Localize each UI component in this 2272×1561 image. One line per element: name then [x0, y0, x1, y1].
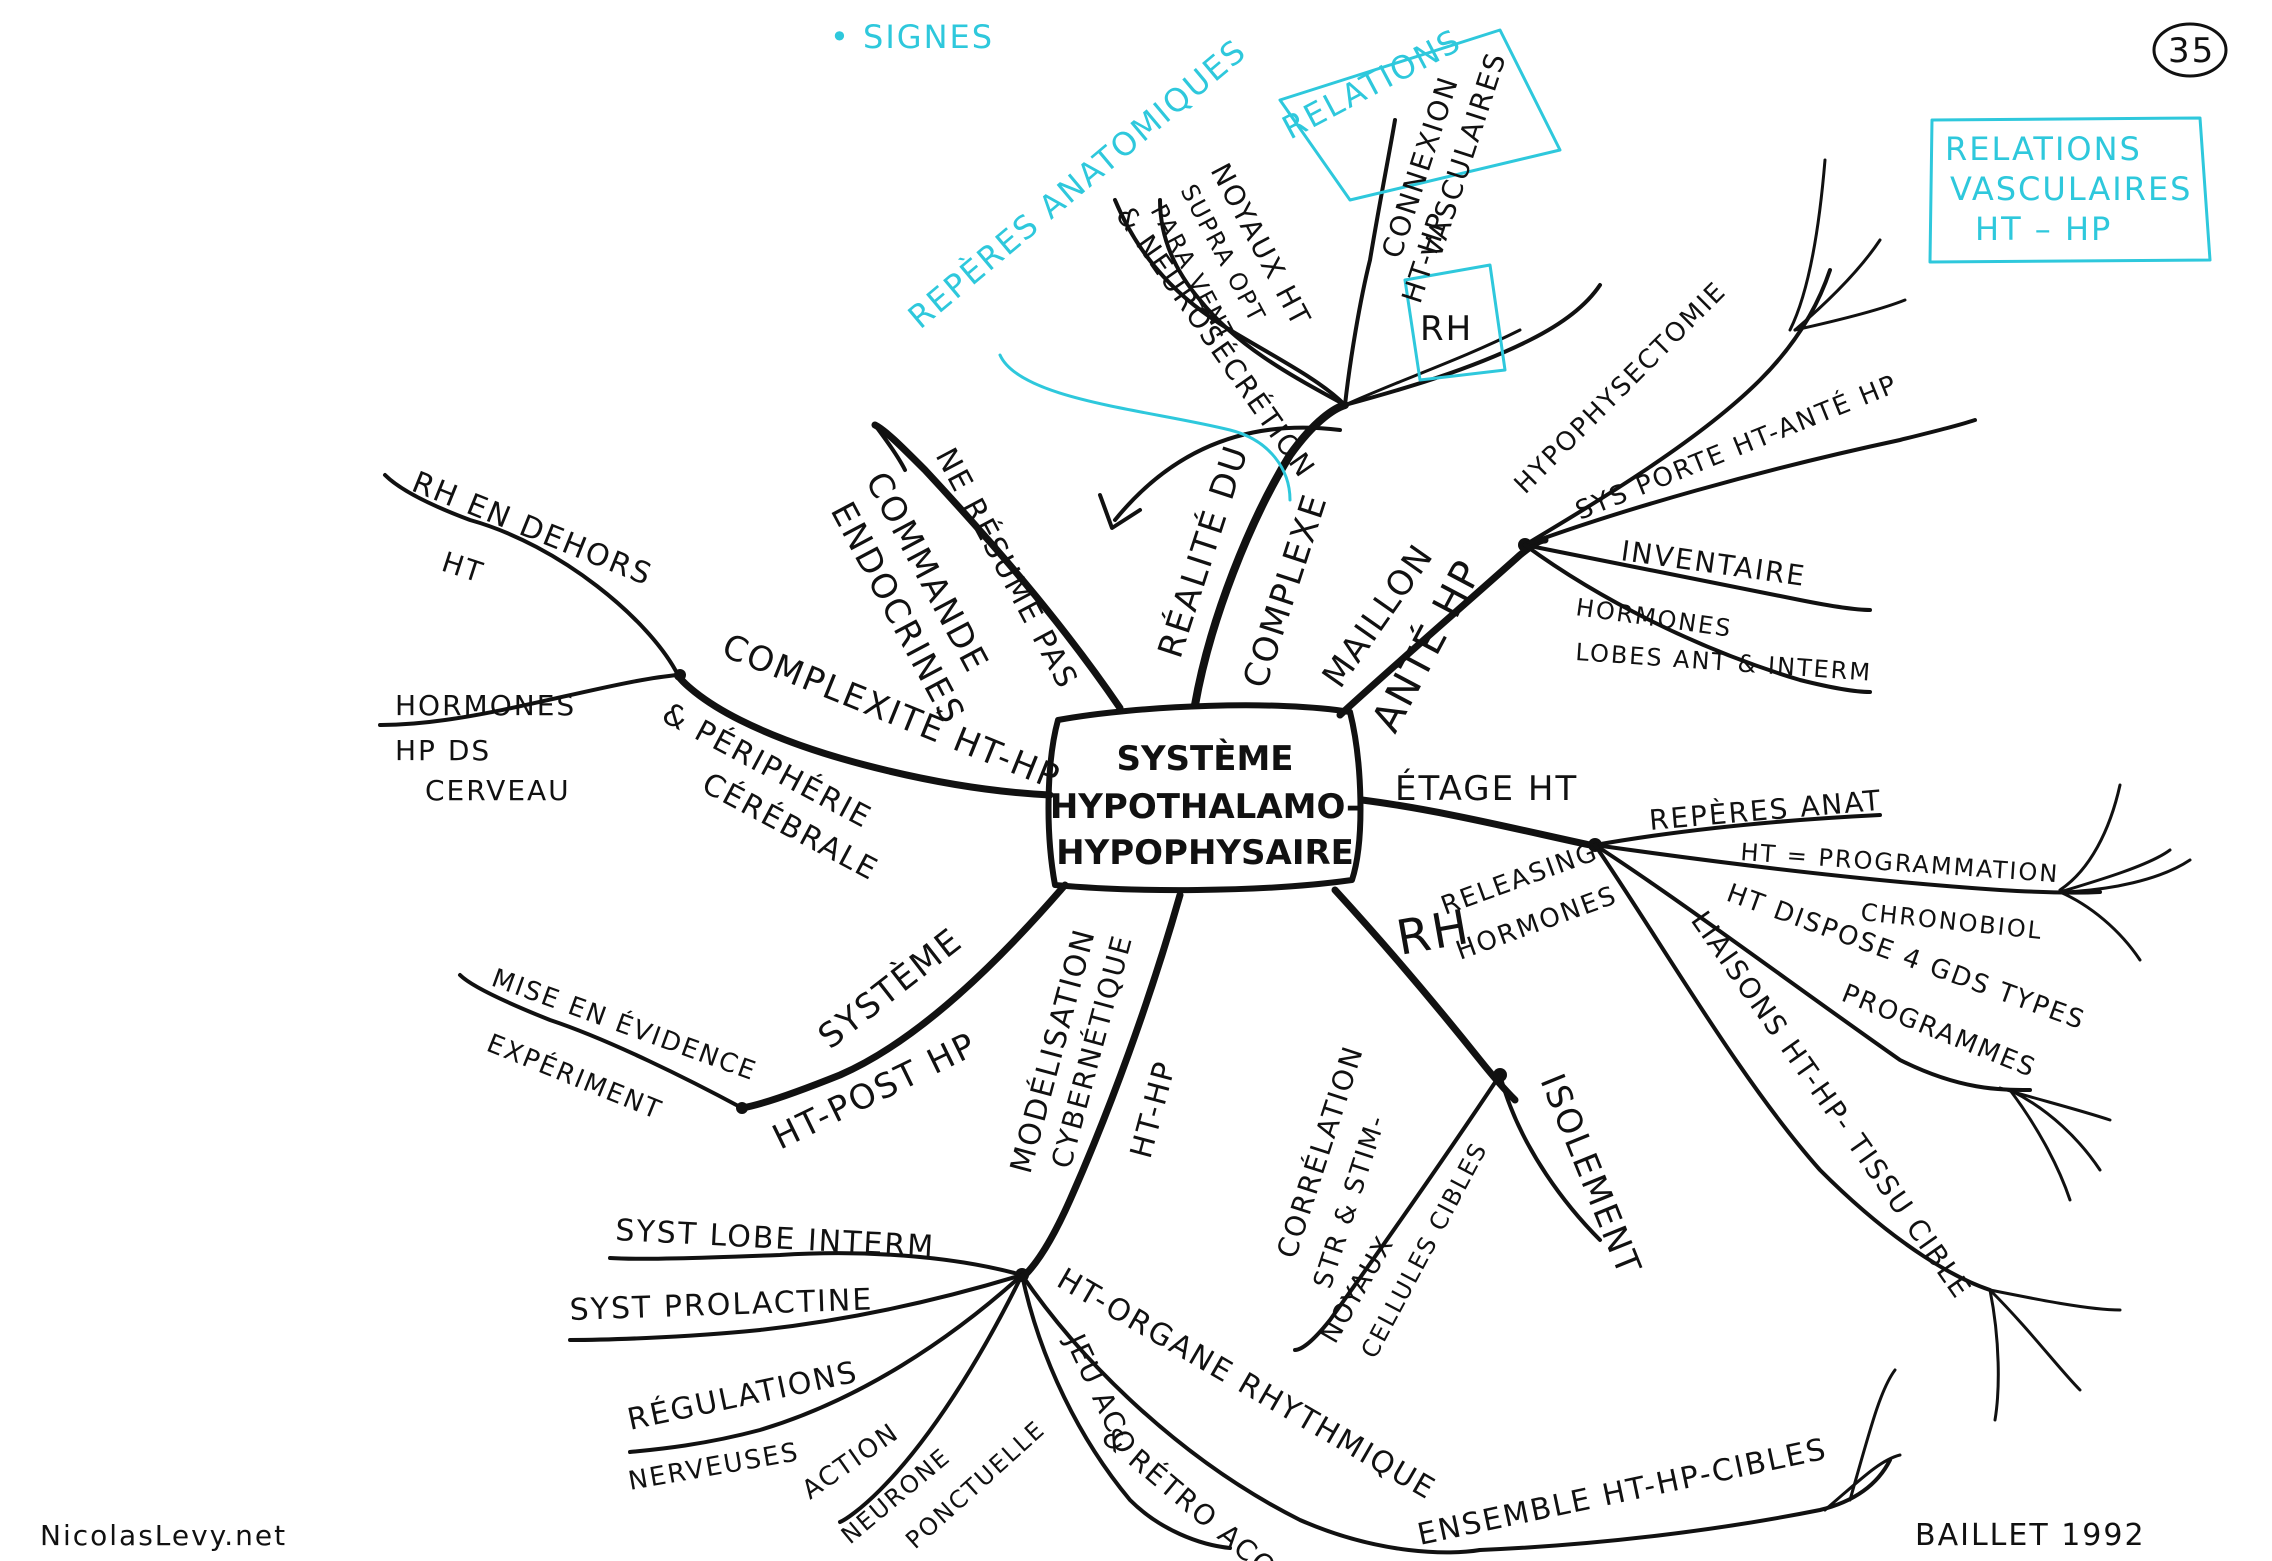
label-isolement: ISOLEMENT: [1532, 1068, 1649, 1281]
central-title-line3: HYPOPHYSAIRE: [1056, 833, 1354, 873]
label-rh-box: RH: [1420, 309, 1473, 349]
central-node: SYSTÈME HYPOTHALAMO- HYPOPHYSAIRE: [1045, 702, 1364, 894]
label-etage-ht: ÉTAGE HT: [1395, 768, 1578, 809]
credit-text: NicolasLevy.net: [40, 1519, 287, 1552]
relations-box-line2: VASCULAIRES: [1950, 170, 2192, 208]
label-ht-hp-modelisation: HT-HP: [1124, 1057, 1184, 1162]
author-text: BAILLET 1992: [1915, 1518, 2146, 1553]
relations-box-line1: RELATIONS: [1945, 130, 2142, 168]
label-nerveuses: NERVEUSES: [626, 1437, 802, 1497]
label-ensemble-ht-hp-cibles: ENSEMBLE HT-HP-CIBLES: [1414, 1432, 1830, 1553]
svg-text:35: 35: [2168, 31, 2215, 71]
central-title-line1: SYSTÈME: [1116, 738, 1293, 779]
sub-branches: [378, 118, 2192, 1555]
label-hp-ds: HP DS: [395, 734, 491, 767]
label-regulations: RÉGULATIONS: [624, 1354, 861, 1438]
main-branches: [674, 401, 1594, 1279]
page-number: 35: [2152, 22, 2228, 78]
top-note: • SIGNES: [830, 18, 994, 56]
cyan-boxes: [1278, 28, 2212, 382]
label-rh-ht: HT: [438, 545, 488, 589]
relations-box-line3: HT – HP: [1975, 210, 2112, 248]
label-cerveau: CERVEAU: [425, 774, 571, 807]
label-hormones-left: HORMONES: [395, 689, 576, 722]
label-lobes-ant: LOBES ANT & INTERM: [1575, 638, 1873, 687]
label-rh: RH: [1392, 899, 1474, 967]
central-title-line2: HYPOTHALAMO-: [1050, 787, 1360, 827]
label-hormones-right: HORMONES: [1574, 593, 1734, 643]
label-reperes-anat: REPÈRES ANAT: [1648, 783, 1884, 837]
